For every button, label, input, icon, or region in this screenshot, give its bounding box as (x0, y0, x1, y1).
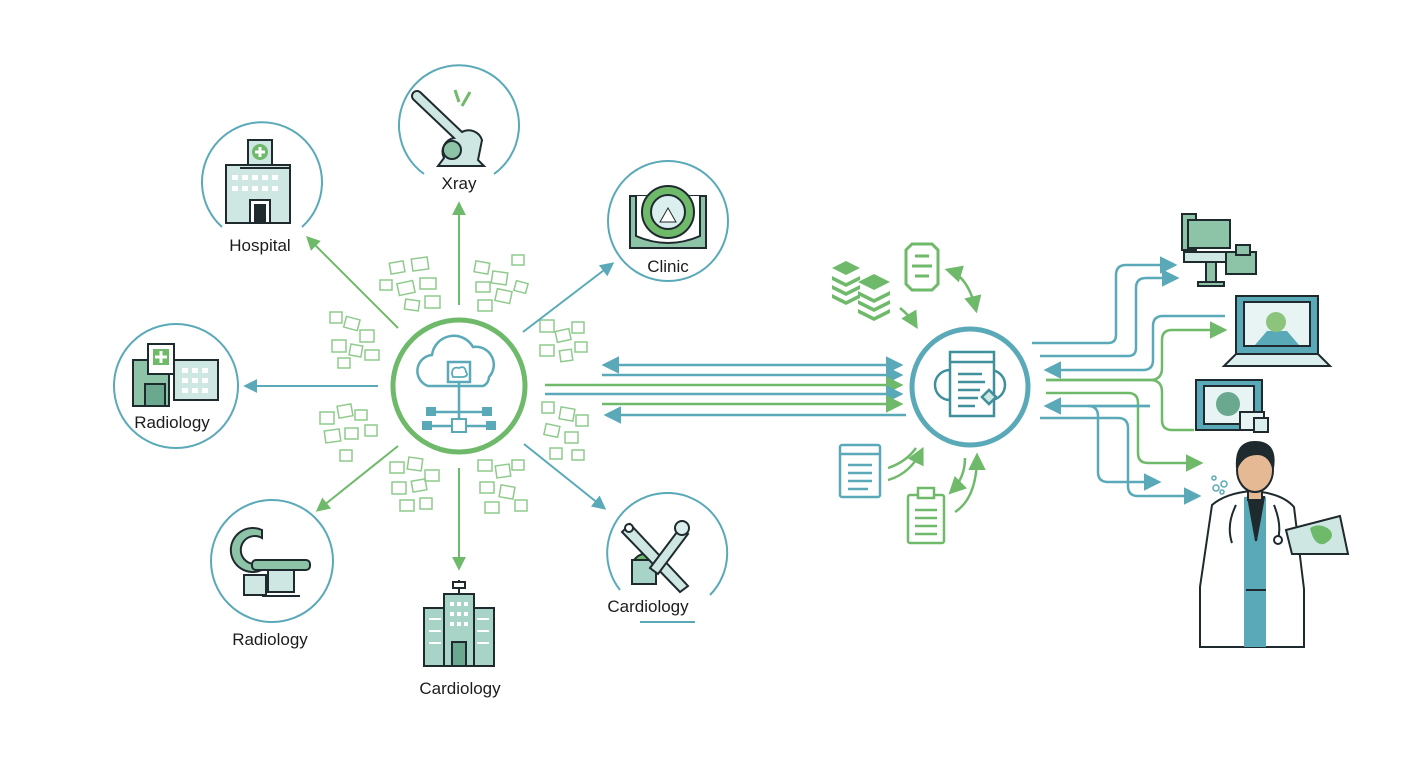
molecule-icon (1211, 475, 1228, 495)
spoke-hospital (306, 236, 399, 329)
endpoint-laptop[interactable] (1221, 295, 1333, 367)
document-cloud-icon (933, 350, 1007, 418)
endpoint-physician[interactable] (1199, 440, 1350, 648)
spoke-cardiology-2 (523, 443, 607, 510)
spoke-radiology-2 (315, 445, 399, 512)
laptop-viewer-icon (1221, 295, 1333, 367)
node-cardiology-1[interactable] (423, 580, 495, 667)
document-server[interactable] (909, 326, 1031, 448)
node-cardiology-2[interactable] (606, 491, 729, 623)
multi-monitor-workstation-icon (1181, 213, 1257, 287)
node-hospital[interactable] (201, 121, 323, 228)
distribution-lines (1032, 256, 1228, 505)
clipboard-icon (906, 486, 946, 545)
hospital-building-icon (225, 139, 291, 224)
data-link-lines (545, 356, 906, 424)
node-label-cardiology-1: Cardiology (419, 679, 501, 698)
data-tiles (319, 254, 589, 514)
hospital-building-icon (132, 343, 219, 407)
endpoint-tablet-viewer[interactable] (1195, 379, 1269, 433)
cath-lab-arm-icon (620, 520, 690, 594)
node-radiology-2[interactable] (210, 499, 334, 623)
xray-machine-icon (411, 89, 487, 167)
hub-spokes (243, 201, 615, 571)
tablet-viewer-icon (1195, 379, 1269, 433)
node-xray[interactable] (398, 64, 520, 175)
node-label-clinic: Clinic (647, 257, 689, 276)
server-input-arrows (887, 265, 986, 514)
cloud-hub[interactable] (390, 317, 528, 455)
spoke-clinic (522, 262, 615, 333)
node-radiology-1[interactable] (113, 323, 239, 449)
endpoint-workstation[interactable] (1181, 213, 1257, 287)
report-document-icon (838, 443, 882, 499)
ct-scanner-icon (229, 527, 311, 597)
database-stack-icon (832, 261, 890, 321)
doctor-with-tablet-icon (1199, 440, 1350, 648)
node-label-xray: Xray (441, 174, 477, 193)
node-label-radiology-2: Radiology (232, 630, 308, 649)
node-label-radiology-1: Radiology (134, 413, 210, 432)
storage-cylinder-icon (904, 242, 940, 292)
mri-scanner-icon (629, 185, 707, 249)
node-clinic[interactable] (607, 160, 729, 282)
hospital-tower-icon (423, 580, 495, 667)
node-label-cardiology-2: Cardiology (607, 597, 689, 616)
node-label-hospital: Hospital (229, 236, 291, 255)
